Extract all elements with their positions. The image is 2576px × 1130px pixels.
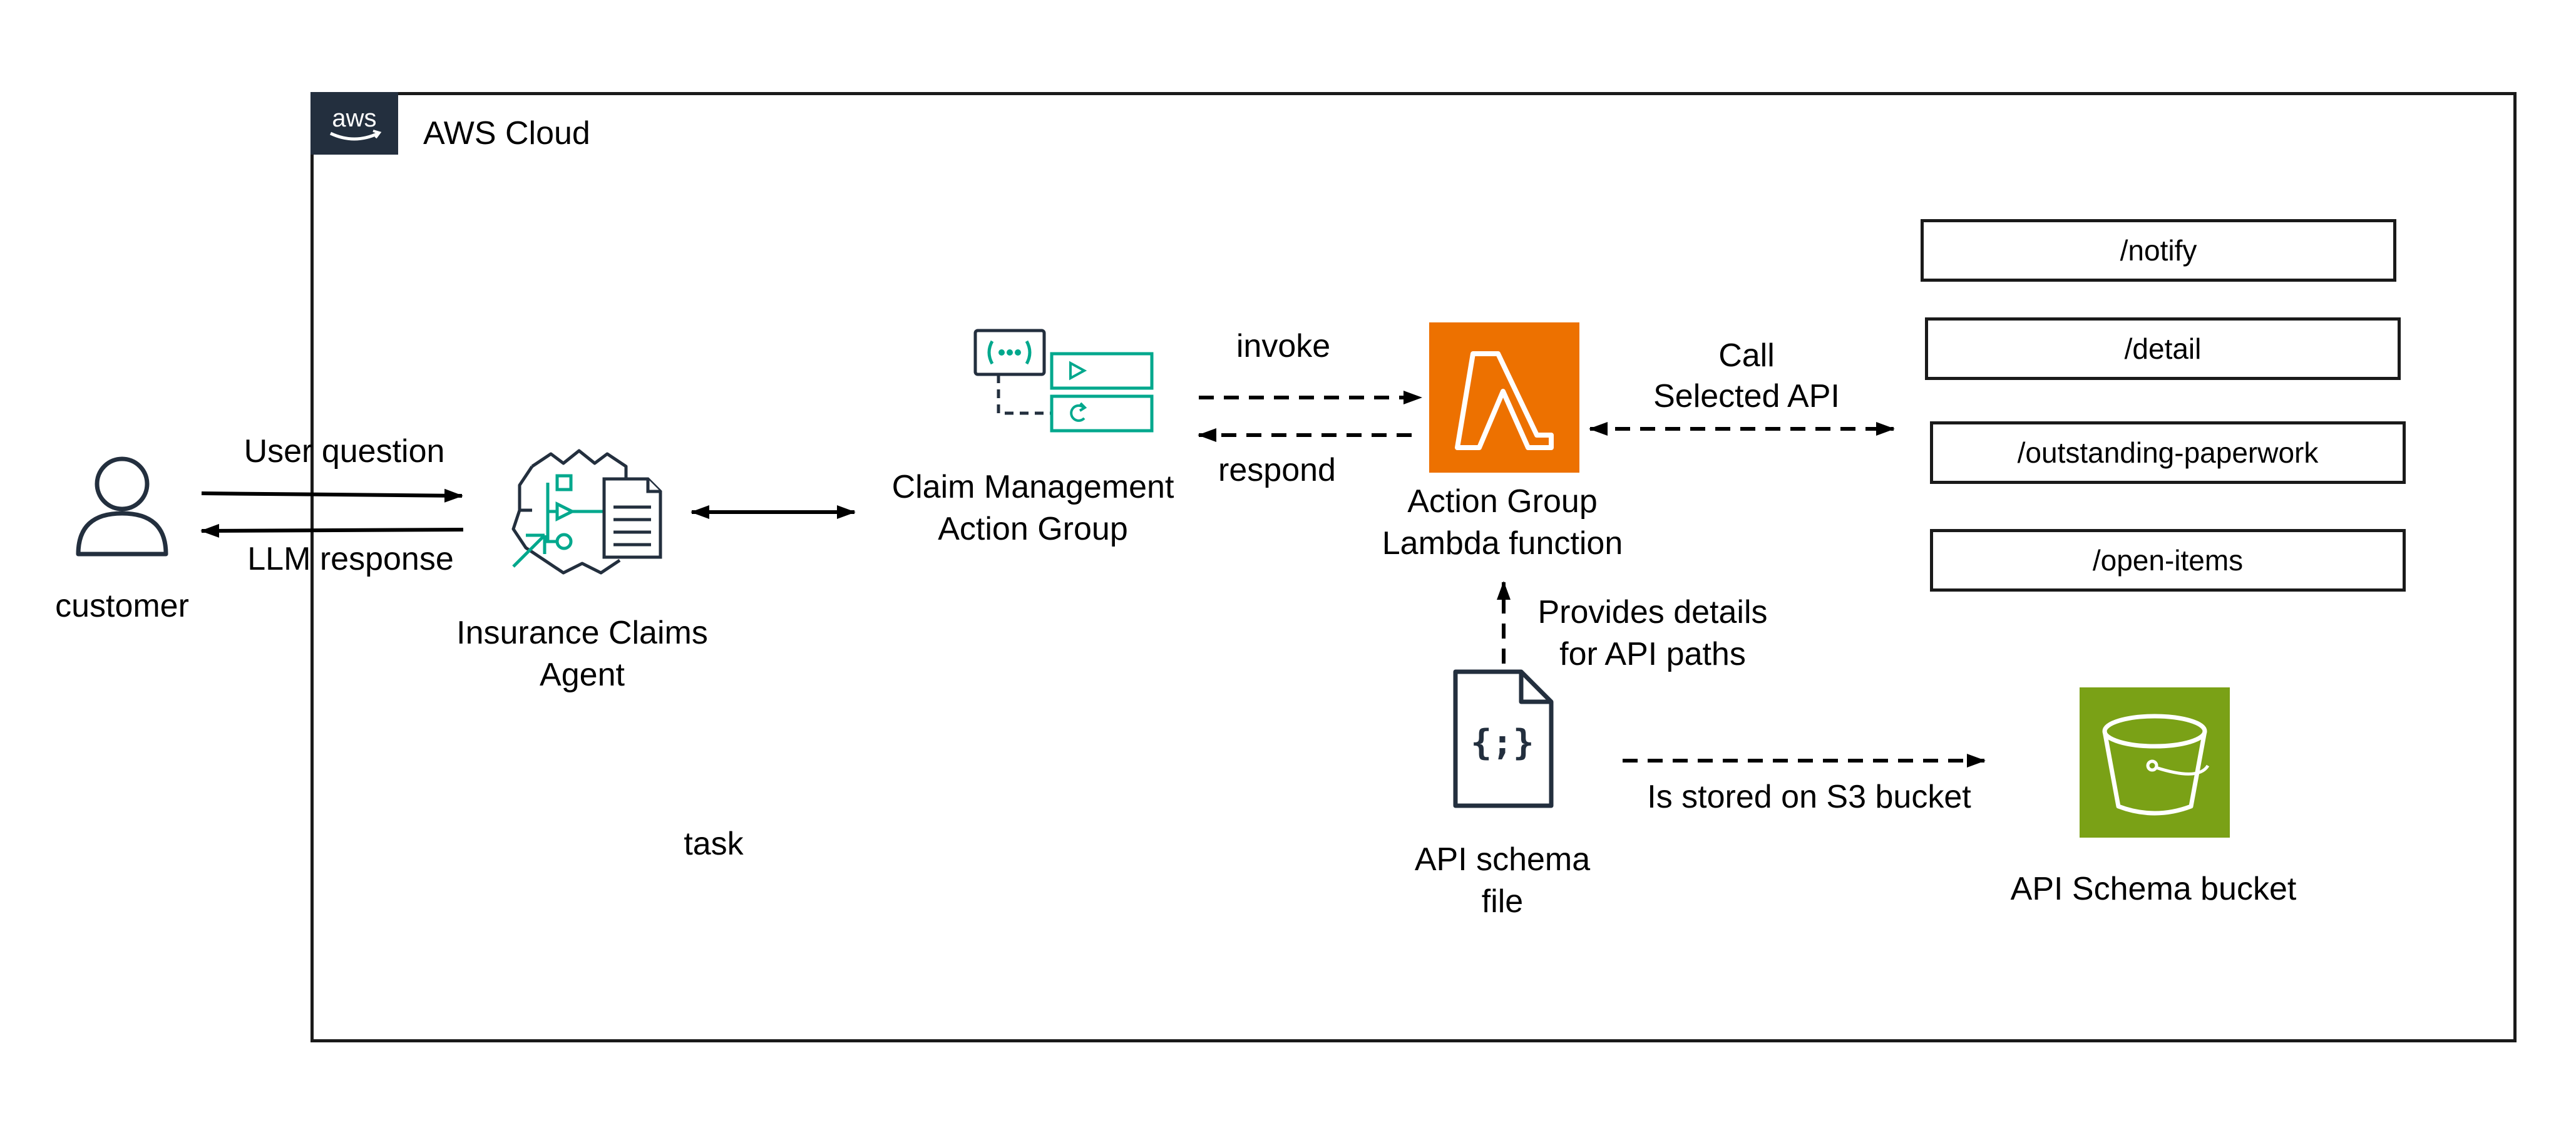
customer-label: customer [55, 588, 189, 624]
json-file-icon: {;} [1446, 667, 1559, 811]
action-group-icon [970, 326, 1158, 435]
lambda-label-line1: Action Group [1407, 483, 1598, 520]
action-group-label-line1: Claim Management [891, 469, 1174, 505]
s3-bucket-label: API Schema bucket [2010, 871, 2297, 907]
cloud-title: AWS Cloud [423, 115, 590, 152]
lambda-label-line2: Lambda function [1382, 525, 1623, 562]
agent-label-line2: Agent [540, 657, 625, 693]
llm-response-label: LLM response [247, 541, 454, 577]
task-label: task [684, 826, 744, 862]
schema-file-label-line1: API schema [1414, 841, 1591, 878]
provides-label-line1: Provides details [1537, 594, 1768, 630]
api-path-detail: /detail [1925, 317, 2401, 380]
svg-text:aws: aws [332, 105, 376, 132]
provides-label-line2: for API paths [1559, 636, 1746, 672]
agent-label-line1: Insurance Claims [456, 615, 708, 651]
call-api-label-line1: Call [1718, 337, 1775, 374]
arrow-user-question [201, 488, 463, 503]
respond-label: respond [1218, 452, 1336, 488]
schema-file-label-line2: file [1481, 883, 1524, 920]
s3-bucket-icon [2080, 687, 2230, 838]
api-path-notify: /notify [1921, 219, 2396, 282]
api-path-open-items: /open-items [1930, 529, 2406, 592]
svg-text:{;}: {;} [1470, 722, 1534, 763]
user-icon [72, 454, 172, 560]
call-api-label-line2: Selected API [1653, 378, 1840, 414]
stored-on-s3-label: Is stored on S3 bucket [1647, 779, 1971, 815]
lambda-icon [1429, 322, 1579, 473]
api-path-outstanding-paperwork: /outstanding-paperwork [1930, 421, 2406, 484]
aws-logo-icon: aws [310, 92, 398, 155]
arrow-llm-response [200, 523, 464, 538]
invoke-label: invoke [1236, 328, 1331, 364]
aws-cloud-group [310, 92, 2517, 1042]
bedrock-agent-icon [495, 441, 676, 579]
action-group-label-line2: Action Group [938, 511, 1128, 547]
user-question-label: User question [244, 433, 445, 470]
